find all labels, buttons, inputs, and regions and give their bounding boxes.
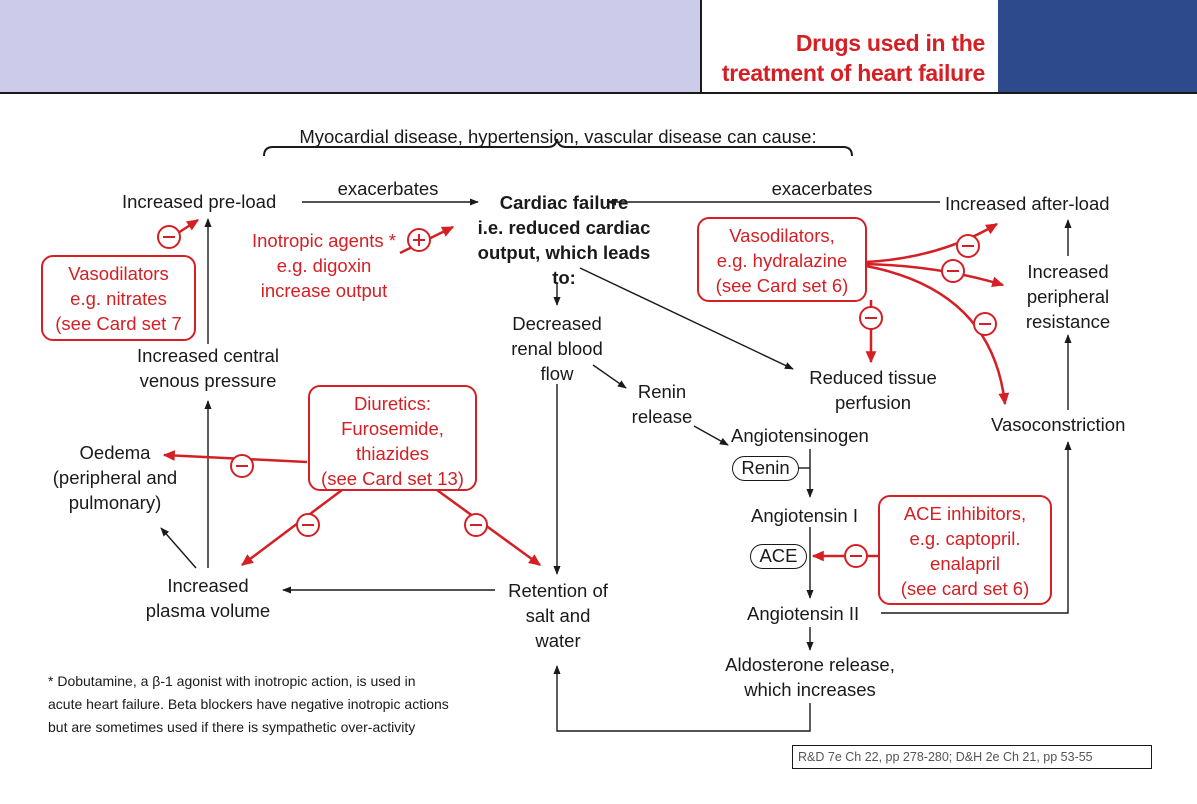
perfusion-line-1: Reduced tissue [809,367,937,388]
page-title-line-2: treatment of heart failure [721,60,985,86]
red-arrow-hydralazine-resistance [865,262,1005,288]
red-arrow-hydralazine-afterload [865,222,999,264]
aldosterone-line-2: which increases [744,679,876,700]
angiotensin-ii-node: Angiotensin II [747,603,860,624]
increased-plasma-volume-node: Increased plasma volume [118,573,298,623]
increased-afterload-node: Increased after-load [945,193,1110,214]
footnote-line-1: * Dobutamine, a β-1 agonist with inotrop… [48,673,416,689]
cardiac-failure-line-1: Cardiac failure [499,192,629,213]
resistance-line-3: resistance [1025,311,1111,332]
perfusion-line-2: perfusion [834,392,912,413]
exacerbates-right-label: exacerbates [771,178,873,199]
inotropic-line-3: increase output [260,280,388,301]
header-band-left [0,0,700,92]
aldosterone-line-1: Aldosterone release, [725,654,895,675]
angiotensinogen-node: Angiotensinogen [731,425,869,446]
arrow-aldosterone-to-retention [553,665,811,732]
arrow-volume-to-oedema [160,527,197,569]
hydralazine-line-3: (see Card set 6) [715,275,849,296]
ace-inhibitors-line-2: e.g. captopril. [909,528,1021,549]
cardiac-failure-line-4: to: [552,267,576,288]
exacerbates-left-label: exacerbates [337,178,439,199]
diuretics-box: Diuretics: Furosemide, thiazides (see Ca… [308,385,477,491]
red-arrow-diuretics-retention [436,488,541,567]
inotropic-line-2: e.g. digoxin [276,255,372,276]
ace-inhibitors-line-4: (see card set 6) [900,578,1030,599]
arrow-ang2-to-vasoconstriction [881,441,1072,614]
nitrates-line-2: e.g. nitrates [70,288,167,309]
reference-box: R&D 7e Ch 22, pp 278-280; D&H 2e Ch 21, … [792,745,1152,769]
footnote-line-3: but are sometimes used if there is sympa… [48,719,416,735]
red-arrow-diuretics-volume [241,489,343,566]
increased-preload-node: Increased pre-load [122,191,277,212]
retention-line-1: Retention of [508,580,608,601]
top-brace [263,138,853,157]
increased-peripheral-resistance-node: Increased peripheral resistance [1003,259,1133,334]
hydralazine-line-2: e.g. hydralazine [716,250,848,271]
nitrates-line-1: Vasodilators [68,263,169,284]
diuretics-line-3: thiazides [355,443,429,464]
footnote-line-2: acute heart failure. Beta blockers have … [48,696,449,712]
arrow-failure-to-perfusion [579,267,794,370]
renin-release-line-2: release [631,406,693,427]
oedema-line-3: pulmonary) [68,492,162,513]
header-rule [0,92,1197,94]
page-title-line-1: Drugs used in the [795,30,985,56]
arrow-renal-to-renin [592,364,627,389]
cardiac-failure-line-3: output, which leads [477,242,651,263]
footnote: * Dobutamine, a β-1 agonist with inotrop… [48,670,449,739]
diuretics-line-1: Diuretics: [353,393,432,414]
red-arrow-hydralazine-vasoconstriction [865,264,1010,406]
resistance-line-1: Increased [1027,261,1109,282]
renal-line-1: Decreased [512,313,602,334]
retention-line-3: water [535,630,581,651]
renal-line-2: renal blood [511,338,603,359]
oedema-node: Oedema (peripheral and pulmonary) [40,440,190,515]
renin-release-line-1: Renin [637,381,687,402]
cvp-line-2: venous pressure [139,370,277,391]
inotropic-agents-label: Inotropic agents * e.g. digoxin increase… [226,228,422,303]
cardiac-failure-line-2: i.e. reduced cardiac [477,217,651,238]
resistance-line-2: peripheral [1026,286,1110,307]
hydralazine-line-1: Vasodilators, [729,225,835,246]
cardiac-failure-node: Cardiac failure i.e. reduced cardiac out… [456,190,672,290]
decreased-renal-blood-flow-node: Decreased renal blood flow [487,311,627,386]
vasoconstriction-node: Vasoconstriction [991,414,1126,435]
ace-inhibitors-line-1: ACE inhibitors, [903,503,1027,524]
nitrates-line-3: (see Card set 7 [55,313,182,334]
cause-statement: Myocardial disease, hypertension, vascul… [299,126,817,147]
diuretics-line-2: Furosemide, [341,418,444,439]
renal-line-3: flow [540,363,574,384]
diuretics-line-4: (see Card set 13) [321,468,464,489]
retention-node: Retention of salt and water [492,578,624,653]
angiotensin-i-node: Angiotensin I [751,505,858,526]
vasodilators-hydralazine-box: Vasodilators, e.g. hydralazine (see Card… [697,217,867,302]
increased-cvp-node: Increased central venous pressure [118,343,298,393]
oedema-line-1: Oedema [79,442,151,463]
header-title-panel [700,0,998,92]
retention-line-2: salt and [525,605,591,626]
plasma-volume-line-1: Increased [167,575,249,596]
header-band-right [998,0,1197,92]
aldosterone-node: Aldosterone release, which increases [700,652,920,702]
ace-inhibitors-box: ACE inhibitors, e.g. captopril. enalapri… [878,495,1052,605]
ace-inhibitors-line-3: enalapril [930,553,1000,574]
ace-enzyme-pill: ACE [750,544,807,569]
oedema-line-2: (peripheral and [52,467,178,488]
plasma-volume-line-2: plasma volume [145,600,271,621]
arrow-renin-to-angiotensinogen [693,425,729,446]
renin-enzyme-pill: Renin [732,456,799,481]
renin-release-node: Renin release [624,379,700,429]
page-title: Drugs used in the treatment of heart fai… [722,28,985,88]
cvp-line-1: Increased central [137,345,279,366]
inotropic-line-1: Inotropic agents * [252,230,396,251]
vasodilators-nitrates-box: Vasodilators e.g. nitrates (see Card set… [41,255,196,341]
reduced-tissue-perfusion-node: Reduced tissue perfusion [788,365,958,415]
